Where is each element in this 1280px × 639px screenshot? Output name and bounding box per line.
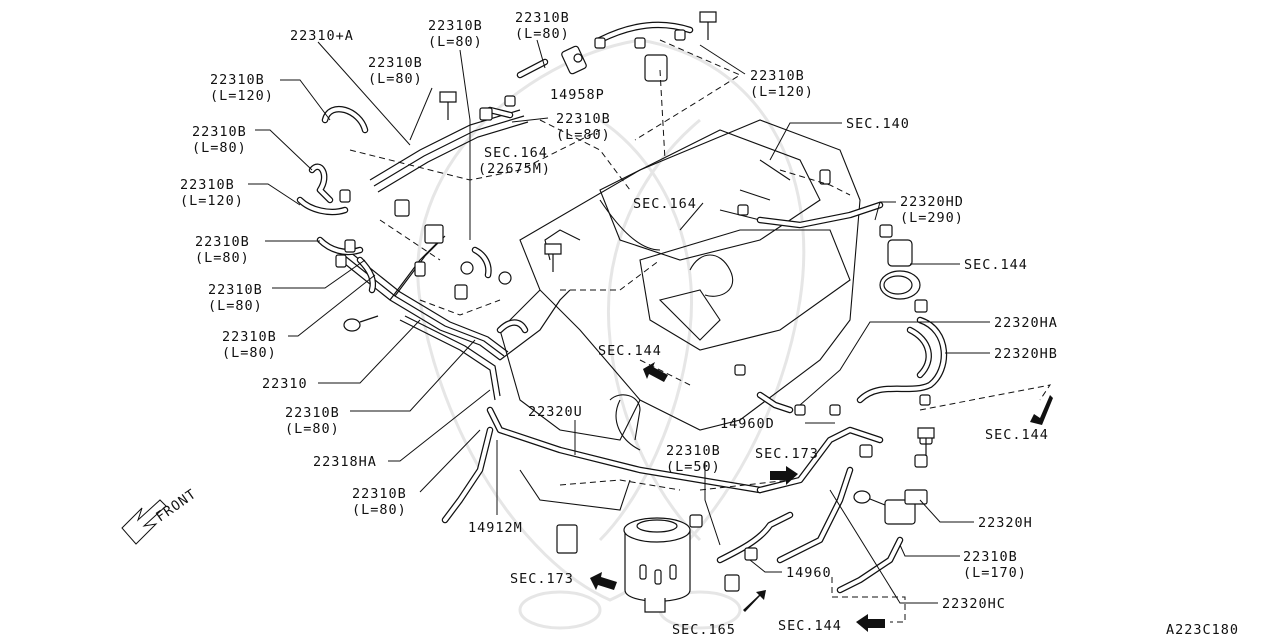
label-22310B-120-right: 22310B (L=120) xyxy=(750,68,814,100)
svg-text:22310B: 22310B xyxy=(515,10,570,26)
label-sec144-far: SEC.144 xyxy=(985,427,1049,443)
label-22310B-80-top2: 22310B (L=80) xyxy=(515,10,570,42)
svg-text:22310B: 22310B xyxy=(428,18,483,34)
label-sec140: SEC.140 xyxy=(846,116,910,132)
label-22310: 22310 xyxy=(262,376,308,392)
svg-text:22310B: 22310B xyxy=(208,282,263,298)
arrow-sec144-far xyxy=(1030,395,1053,425)
label-22310B-80-mid: 22310B (L=80) xyxy=(556,111,611,143)
label-22310B-80-left4: 22310B (L=80) xyxy=(222,329,277,361)
arrow-sec144-mid xyxy=(643,362,668,382)
label-22310B-120-left2: 22310B (L=120) xyxy=(180,177,244,209)
svg-text:(L=50): (L=50) xyxy=(666,459,721,475)
svg-text:(L=290): (L=290) xyxy=(900,210,964,226)
svg-text:(L=80): (L=80) xyxy=(285,421,340,437)
components xyxy=(335,11,935,613)
evap-canister xyxy=(623,517,691,613)
front-label: FRONT xyxy=(153,486,200,525)
label-14960D: 14960D xyxy=(720,416,775,432)
svg-text:(L=170): (L=170) xyxy=(963,565,1027,581)
section-arrows xyxy=(590,362,1053,632)
svg-text:(L=80): (L=80) xyxy=(428,34,483,50)
arrow-sec173-bottom xyxy=(590,572,617,590)
arrow-sec165 xyxy=(743,590,766,612)
svg-text:(L=80): (L=80) xyxy=(192,140,247,156)
svg-text:22310B: 22310B xyxy=(963,549,1018,565)
label-22310A: 22310+A xyxy=(290,28,354,44)
label-sec165: SEC.165 xyxy=(672,622,736,638)
svg-text:(L=120): (L=120) xyxy=(180,193,244,209)
arrow-sec144-bottom xyxy=(856,614,885,632)
svg-text:22310B: 22310B xyxy=(750,68,805,84)
svg-text:22310B: 22310B xyxy=(368,55,423,71)
svg-text:(L=80): (L=80) xyxy=(208,298,263,314)
svg-text:22310B: 22310B xyxy=(192,124,247,140)
label-22310B-80-top: 22310B (L=80) xyxy=(428,18,483,50)
label-22320U: 22320U xyxy=(528,404,583,420)
svg-text:22310B: 22310B xyxy=(556,111,611,127)
label-22320H: 22320H xyxy=(978,515,1033,531)
label-22310B-80-left3: 22310B (L=80) xyxy=(208,282,263,314)
svg-text:SEC.164: SEC.164 xyxy=(484,145,548,161)
svg-text:22310B: 22310B xyxy=(210,72,265,88)
label-sec144-bottom: SEC.144 xyxy=(778,618,842,634)
svg-text:22310B: 22310B xyxy=(222,329,277,345)
label-22320HD: 22320HD (L=290) xyxy=(900,194,964,226)
label-22310B-80-left2: 22310B (L=80) xyxy=(195,234,250,266)
svg-text:22310B: 22310B xyxy=(666,443,721,459)
label-22310B-50: 22310B (L=50) xyxy=(666,443,721,475)
label-22320HB: 22320HB xyxy=(994,346,1058,362)
arrow-sec173-top xyxy=(770,466,798,485)
tube-bundle xyxy=(339,109,571,401)
svg-text:(22675M): (22675M) xyxy=(478,161,551,177)
label-22310B-120-left: 22310B (L=120) xyxy=(210,72,274,104)
part-labels: 22310+A 22310B (L=80) 22310B (L=80) 2231… xyxy=(180,10,1058,638)
svg-text:(L=120): (L=120) xyxy=(210,88,274,104)
label-22310B-170: 22310B (L=170) xyxy=(963,549,1027,581)
label-sec144-mid: SEC.144 xyxy=(598,343,662,359)
front-indicator: FRONT xyxy=(121,486,200,545)
svg-text:(L=80): (L=80) xyxy=(222,345,277,361)
label-22318HA: 22318HA xyxy=(313,454,377,470)
label-14912M: 14912M xyxy=(468,520,523,536)
hose-clips xyxy=(335,29,933,592)
vacuum-cut-valve xyxy=(859,489,928,525)
label-sec173-bottom: SEC.173 xyxy=(510,571,574,587)
label-22310B-80-left5: 22310B (L=80) xyxy=(285,405,340,437)
label-22310B-80-top3: 22310B (L=80) xyxy=(368,55,423,87)
label-22320HC: 22320HC xyxy=(942,596,1006,612)
label-sec164: SEC.164 xyxy=(633,196,697,212)
bolts xyxy=(343,11,935,504)
label-sec164-22675M: SEC.164 (22675M) xyxy=(478,145,551,177)
label-sec144-right: SEC.144 xyxy=(964,257,1028,273)
svg-text:(L=80): (L=80) xyxy=(368,71,423,87)
label-22310B-80-bottom: 22310B (L=80) xyxy=(352,486,407,518)
svg-text:(L=80): (L=80) xyxy=(515,26,570,42)
label-22310B-80-left1: 22310B (L=80) xyxy=(192,124,247,156)
label-14958P: 14958P xyxy=(550,87,605,103)
svg-text:22310B: 22310B xyxy=(180,177,235,193)
label-14960: 14960 xyxy=(786,565,832,581)
svg-text:(L=80): (L=80) xyxy=(556,127,611,143)
svg-text:(L=120): (L=120) xyxy=(750,84,814,100)
watermark-emblem xyxy=(416,38,806,630)
figure-code: A223C180 xyxy=(1166,622,1239,638)
leader-lines xyxy=(248,39,990,604)
throttle-body-part xyxy=(879,239,921,300)
svg-text:(L=80): (L=80) xyxy=(352,502,407,518)
svg-text:22320HD: 22320HD xyxy=(900,194,964,210)
svg-text:22310B: 22310B xyxy=(352,486,407,502)
label-sec173-top: SEC.173 xyxy=(755,446,819,462)
dashed-references xyxy=(349,39,1052,623)
svg-text:(L=80): (L=80) xyxy=(195,250,250,266)
svg-text:22310B: 22310B xyxy=(195,234,250,250)
front-arrow-icon xyxy=(121,499,167,545)
label-22320HA: 22320HA xyxy=(994,315,1058,331)
svg-text:22310B: 22310B xyxy=(285,405,340,421)
connector-14958P xyxy=(561,45,587,75)
